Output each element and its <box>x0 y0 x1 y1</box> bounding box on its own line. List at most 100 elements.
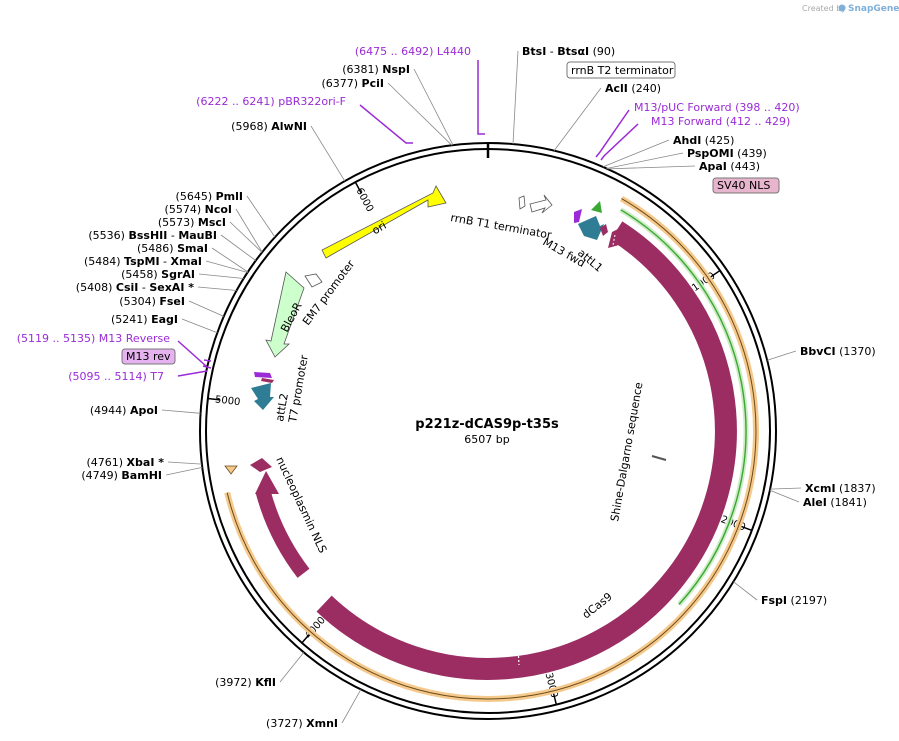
site-label-text: (5304) FseI <box>119 295 185 308</box>
site-label[interactable]: (6381) NspI <box>342 63 410 76</box>
m13-rev-label: M13 rev <box>126 350 171 363</box>
site-label[interactable]: (5645) PmlI <box>176 190 243 203</box>
leader-line <box>553 87 602 151</box>
leader-line <box>165 467 203 476</box>
orf-arc-right <box>429 196 759 702</box>
leader-line <box>767 350 797 361</box>
site-label-text: (6377) PciI <box>321 77 384 90</box>
site-label[interactable]: (5968) AlwNI <box>231 120 307 133</box>
primer-marks <box>177 60 639 377</box>
sv40-nls-label: SV40 NLS <box>717 179 770 192</box>
site-label[interactable]: ApaI (443) <box>699 160 760 173</box>
site-label[interactable]: BtsI - BtsαI (90) <box>522 45 615 58</box>
site-label[interactable]: (5536) BssHII - MauBI <box>88 229 217 242</box>
site-label-text: (3727) XmnI <box>266 717 338 730</box>
tick-mark <box>207 397 220 401</box>
site-label[interactable]: PspOMI (439) <box>687 147 767 160</box>
site-label[interactable]: (4761) XbaI * <box>86 456 164 469</box>
site-label-text: (5458) SgrAI <box>121 268 195 281</box>
site-label[interactable]: (4749) BamHI <box>81 469 162 482</box>
site-label-text: FspI (2197) <box>761 594 827 607</box>
site-label[interactable]: FspI (2197) <box>761 594 827 607</box>
site-label[interactable]: (5304) FseI <box>119 295 185 308</box>
site-label[interactable]: (5486) SmaI <box>137 242 208 255</box>
site-label[interactable]: BbvCI (1370) <box>800 345 876 358</box>
rrnb-t1-label: rrnB T1 terminator <box>449 211 553 242</box>
site-label-text: (5486) SmaI <box>137 242 208 255</box>
site-label-text: ApaI (443) <box>699 160 760 173</box>
tick-mark <box>354 181 362 194</box>
tick-mark <box>552 692 558 705</box>
site-label[interactable]: (3727) XmnI <box>266 717 338 730</box>
site-label-text: AclI (240) <box>605 82 661 95</box>
site-label[interactable]: (5574) NcoI <box>165 203 232 216</box>
m13-rev-feature[interactable] <box>254 372 272 378</box>
site-label[interactable]: XcmI (1837) <box>805 482 876 495</box>
site-label-text: (5536) BssHII - MauBI <box>88 229 217 242</box>
site-label[interactable]: (3972) KflI <box>215 676 276 689</box>
sv40-nls-dash <box>612 234 616 246</box>
site-label[interactable]: (5484) TspMI - XmaI <box>84 255 202 268</box>
primer-m13-reverse[interactable] <box>177 340 207 367</box>
site-label-text: (4749) BamHI <box>81 469 162 482</box>
site-label[interactable]: AclI (240) <box>605 82 661 95</box>
m13-rev-box[interactable] <box>121 348 176 365</box>
primer-m13-forward[interactable] <box>600 123 639 161</box>
rrnb-t1-terminator-feature[interactable] <box>529 194 553 214</box>
primer-l4440[interactable] <box>477 60 485 135</box>
attl2-label: attL2 <box>273 392 291 422</box>
attl1-feature[interactable] <box>578 216 604 240</box>
site-label-text: PspOMI (439) <box>687 147 767 160</box>
site-label[interactable]: (5573) MscI <box>158 216 226 229</box>
m13-fwd-feature[interactable] <box>574 209 582 223</box>
nls-small-feature[interactable] <box>250 458 272 472</box>
leader-line <box>197 286 237 291</box>
site-label-text: (3972) KflI <box>215 676 276 689</box>
leader-line <box>606 152 684 169</box>
dcas9-label: dCas9 <box>580 590 615 621</box>
primer-label[interactable]: (5119 .. 5135) M13 Reverse <box>17 332 170 345</box>
sv40-nls-feature[interactable] <box>608 227 622 248</box>
site-label[interactable]: AleI (1841) <box>803 496 867 509</box>
primer-t7[interactable] <box>177 370 208 377</box>
sv40-nls-box[interactable] <box>712 177 780 194</box>
leader-line <box>341 689 362 724</box>
bleor-feature[interactable] <box>265 271 305 358</box>
site-label[interactable]: (5458) SgrAI <box>121 268 195 281</box>
site-label-text: (4761) XbaI * <box>86 456 164 469</box>
primer-label[interactable]: (6475 .. 6492) L4440 <box>355 45 471 58</box>
site-label[interactable]: (5408) CsiI - SexAI * <box>76 281 194 294</box>
ori-feature[interactable] <box>321 185 447 259</box>
nucleoplasmin-nls-feature[interactable] <box>255 489 310 578</box>
rrnb-t2-label: rrnB T2 terminator <box>571 64 674 77</box>
shine-dalgarno-label: Shine-Dalgarno sequence <box>608 381 645 523</box>
shine-dalgarno-feature[interactable] <box>651 455 667 461</box>
site-label[interactable]: (5241) EagI <box>111 313 178 326</box>
leader-line <box>198 273 244 279</box>
leader-line <box>413 68 454 146</box>
primer-label[interactable]: M13 Forward (412 .. 429) <box>651 115 790 128</box>
site-label-text: BbvCI (1370) <box>800 345 876 358</box>
rrnb-t2-terminator-feature[interactable] <box>518 195 526 210</box>
em7-promoter-feature[interactable] <box>304 273 323 288</box>
primer-label[interactable]: (6222 .. 6241) pBR322ori-F <box>196 95 346 108</box>
dcas9-feature[interactable] <box>316 221 737 680</box>
leader-line <box>161 409 201 414</box>
tick-mark <box>740 525 753 532</box>
primer-m13puc-forward[interactable] <box>595 109 630 158</box>
primer-label[interactable]: (5095 .. 5114) T7 <box>68 370 164 383</box>
site-label[interactable]: (6377) PciI <box>321 77 384 90</box>
t7-promoter-feature[interactable] <box>261 378 274 383</box>
primer-pbr322ori-f[interactable] <box>359 104 413 144</box>
tick-label: 5000 <box>214 394 241 408</box>
leader-line <box>387 82 453 146</box>
rrnb-t2-box[interactable] <box>566 61 676 79</box>
attl1-linker-feature[interactable] <box>600 224 608 236</box>
attl2-feature[interactable] <box>251 383 274 410</box>
leader-line <box>246 195 276 238</box>
site-label[interactable]: (4944) ApoI <box>90 404 158 417</box>
site-label-text: (4944) ApoI <box>90 404 158 417</box>
site-label[interactable]: AhdI (425) <box>673 134 734 147</box>
primer-label[interactable]: M13/pUC Forward (398 .. 420) <box>634 101 800 114</box>
